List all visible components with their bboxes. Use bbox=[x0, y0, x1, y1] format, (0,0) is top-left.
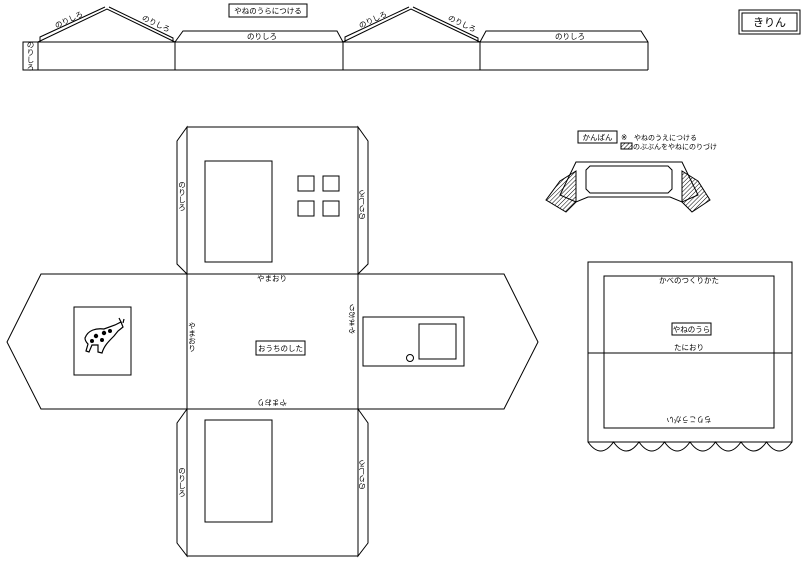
sign-glue-right bbox=[681, 170, 711, 213]
fold-right-label: やまおり bbox=[348, 304, 357, 335]
flat-label: のりしろ bbox=[555, 32, 585, 41]
sign bbox=[545, 130, 711, 213]
gable-wall-right bbox=[357, 273, 539, 410]
roof-flat-right bbox=[479, 30, 649, 70]
tab-label: のりしろ bbox=[358, 460, 367, 490]
window-pane bbox=[322, 200, 340, 217]
window-pane bbox=[297, 175, 315, 192]
counter-frame bbox=[362, 316, 465, 367]
panel-bottom-label: ちりこうがい bbox=[667, 415, 712, 425]
sign-tag: かんばん bbox=[583, 133, 613, 142]
tab-bottom-right bbox=[357, 407, 369, 558]
panel-fold-label: たにおり bbox=[674, 343, 704, 352]
counter-knob bbox=[406, 354, 414, 362]
door-bottom bbox=[204, 419, 273, 523]
roof-instruction: やねのうらにつける bbox=[234, 7, 302, 16]
window-pane bbox=[322, 175, 340, 192]
roof-strip bbox=[22, 3, 649, 71]
gable-tab-1 bbox=[39, 6, 106, 42]
slope-label: のりしろ bbox=[141, 13, 172, 34]
page-title: きりん bbox=[753, 16, 786, 29]
window-pane bbox=[297, 200, 315, 217]
slope-label: のりしろ bbox=[447, 13, 478, 34]
tab-top-right bbox=[357, 125, 369, 276]
sign-glue-left bbox=[545, 170, 577, 213]
sign-note-line2: のぶぶんをやねにのりづけ bbox=[633, 142, 717, 151]
gable-tab-2 bbox=[108, 6, 174, 42]
gable-tab-4 bbox=[412, 6, 479, 42]
sign-inner-frame bbox=[585, 165, 673, 194]
counter-box bbox=[418, 323, 457, 360]
fold-bottom-label: やまおり bbox=[257, 398, 287, 407]
door-top bbox=[204, 160, 273, 263]
roof-tab-label: のりしろ bbox=[26, 41, 35, 71]
house-net bbox=[6, 125, 539, 558]
panel-inner bbox=[603, 275, 775, 429]
roof-flat-left bbox=[174, 30, 344, 43]
floor-label-box bbox=[255, 340, 306, 356]
tab-bottom-left bbox=[176, 407, 188, 558]
sign-note-line1: やねのうえにつける bbox=[634, 134, 697, 142]
panel-outer bbox=[587, 261, 793, 443]
title-box bbox=[738, 9, 801, 35]
sign-tag-box bbox=[577, 130, 618, 144]
panel-tag-box bbox=[671, 322, 712, 336]
sign-board bbox=[559, 161, 699, 203]
gable-wall-left bbox=[6, 273, 188, 410]
fold-left-label: やまおり bbox=[187, 322, 196, 353]
sign-note-mark: ※ bbox=[621, 133, 627, 142]
giraffe-window-frame bbox=[73, 306, 132, 376]
roof-instruction-box bbox=[228, 3, 308, 18]
tab-label: のりしろ bbox=[178, 467, 187, 497]
gable-tab-3 bbox=[344, 6, 410, 42]
flat-label: のりしろ bbox=[247, 32, 277, 41]
fold-top-label: やまおり bbox=[257, 274, 287, 283]
tab-label: のりしろ bbox=[358, 190, 367, 220]
panel-top-label: かべのつくりかた bbox=[659, 276, 719, 285]
panel-tag: やねのうら bbox=[673, 325, 711, 334]
glue-legend-swatch bbox=[620, 142, 633, 150]
floor-label: おうちのした bbox=[258, 344, 303, 353]
awning-panel bbox=[587, 261, 793, 452]
tab-top-left bbox=[176, 125, 188, 276]
tab-label: のりしろ bbox=[178, 181, 187, 211]
giraffe-drawing bbox=[84, 317, 125, 354]
scalloped-edge bbox=[587, 441, 793, 452]
